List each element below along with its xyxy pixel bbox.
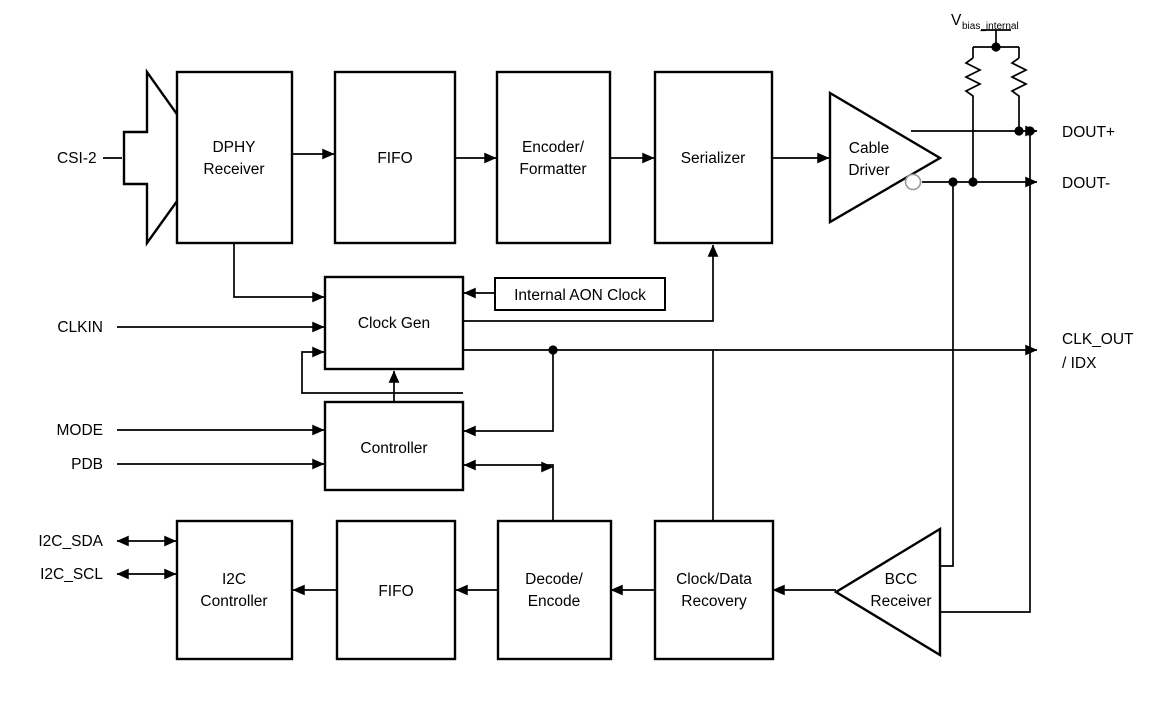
port-label-clkin: CLKIN — [57, 319, 103, 336]
port-label-clk-out: CLK_OUT — [1062, 331, 1134, 348]
block-internal-aon-clock[interactable] — [494, 277, 666, 311]
label-serializer: Serializer — [681, 150, 746, 167]
port-label-i2c-sda: I2C_SDA — [38, 533, 103, 550]
wire-doutp-bcc — [940, 131, 1031, 613]
label-cdr-line2: Recovery — [681, 593, 747, 610]
block-dphy-receiver[interactable] — [175, 70, 294, 245]
label-encoder-line1: Encoder/ — [522, 139, 585, 156]
block-controller[interactable] — [323, 400, 465, 492]
port-label-dout-n: DOUT- — [1062, 175, 1110, 192]
label-bcc-line2: Receiver — [870, 593, 931, 610]
block-i2c-controller[interactable] — [175, 519, 294, 661]
block-bcc-receiver[interactable] — [833, 526, 942, 658]
label-vbias-sub: bias_internal — [962, 21, 1019, 32]
block-serializer[interactable] — [653, 70, 774, 245]
block-clock-gen[interactable] — [323, 275, 465, 371]
resistor-left-symbol — [964, 57, 982, 105]
junction-dot-resleft-doutn — [968, 177, 978, 187]
label-cable-driver-line1: Cable — [849, 140, 890, 157]
resistor-right-symbol — [1010, 57, 1028, 105]
wire-dphy-clockgen — [233, 243, 325, 303]
label-dphy-line1: DPHY — [212, 139, 255, 156]
wire-layer — [103, 29, 1038, 613]
port-label-pdb: PDB — [71, 456, 103, 473]
block-clock-data-recovery[interactable] — [653, 519, 775, 661]
block-fifo-top[interactable] — [333, 70, 457, 245]
wire-clockgen-serializer — [463, 244, 719, 322]
label-fifo-bottom: FIFO — [378, 583, 413, 600]
label-encoder-line2: Formatter — [519, 161, 586, 178]
block-cable-driver[interactable] — [828, 90, 943, 225]
wire-controller-clockgen-left — [301, 346, 463, 394]
label-i2c-line1: I2C — [222, 571, 246, 588]
label-cdr-line1: Clock/Data — [676, 571, 752, 588]
label-vbias-main: V — [951, 12, 962, 29]
label-bcc-line1: BCC — [885, 571, 918, 588]
label-aon-clock: Internal AON Clock — [514, 287, 646, 304]
port-label-i2c-scl: I2C_SCL — [40, 566, 103, 583]
junction-dot-resright-doutp — [1014, 126, 1024, 136]
block-encoder-formatter[interactable] — [495, 70, 612, 245]
block-decode-encode[interactable] — [496, 519, 613, 661]
label-decode-line2: Encode — [528, 593, 581, 610]
port-label-idx: / IDX — [1062, 355, 1097, 372]
port-label-dout-p: DOUT+ — [1062, 124, 1115, 141]
label-fifo-top: FIFO — [377, 150, 412, 167]
label-controller: Controller — [360, 440, 427, 457]
label-dphy-line2: Receiver — [203, 161, 264, 178]
label-cable-driver-line2: Driver — [848, 162, 889, 179]
label-decode-line1: Decode/ — [525, 571, 583, 588]
supply-label-vbias: V bias_internal — [951, 12, 1019, 32]
wire-clkout-controller — [463, 350, 554, 437]
port-label-csi2: CSI-2 — [57, 150, 97, 167]
wire-decode-controller — [463, 459, 554, 520]
wire-doutn-bcc — [940, 182, 954, 567]
port-label-mode: MODE — [57, 422, 104, 439]
label-clock-gen: Clock Gen — [358, 315, 430, 332]
inverting-output-bubble-icon — [904, 173, 922, 191]
label-i2c-line2: Controller — [200, 593, 267, 610]
block-fifo-bottom[interactable] — [335, 519, 457, 661]
